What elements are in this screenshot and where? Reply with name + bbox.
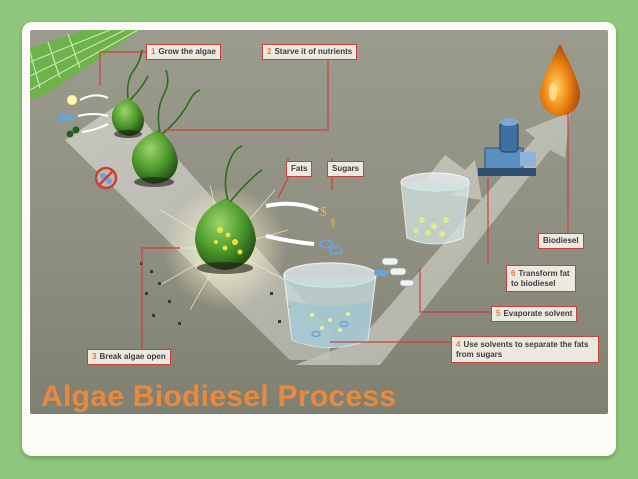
step-1-number: 1 — [151, 47, 156, 56]
step-5-text: Evaporate solvent — [503, 309, 573, 318]
nutrient-particles — [58, 94, 109, 138]
step-4-text: Use solvents to separate the fats from s… — [456, 340, 589, 359]
step-6-number: 6 — [511, 269, 516, 278]
step-6-text: Transform fat to biodiesel — [511, 269, 570, 288]
step-5-number: 5 — [496, 309, 501, 318]
solar-panel — [30, 30, 140, 100]
separation-arrows: $ § — [265, 201, 343, 255]
step-3-number: 3 — [92, 352, 97, 361]
evaporation-beaker — [400, 172, 470, 245]
slide-title: Algae Biodiesel Process — [41, 380, 397, 413]
reactor-machine — [478, 118, 536, 176]
svg-text:§: § — [330, 215, 336, 229]
fats-label: Fats — [286, 161, 313, 177]
step-2-number: 2 — [267, 47, 272, 56]
svg-text:$: $ — [320, 205, 327, 220]
biodiesel-drop-icon — [540, 44, 580, 116]
algae-cell-2 — [131, 69, 201, 187]
solvent-beaker — [283, 262, 377, 349]
step-4-number: 4 — [456, 340, 461, 349]
step-2-text: Starve it of nutrients — [274, 47, 353, 56]
biodiesel-label: Biodiesel — [538, 233, 584, 249]
algae-biodiesel-diagram: $ § — [30, 30, 608, 414]
solvent-capsules — [374, 257, 415, 287]
step-1-text: Grow the algae — [158, 47, 216, 56]
no-nutrients-icon — [94, 166, 118, 190]
step-3-text: Break algae open — [99, 352, 166, 361]
sugars-label: Sugars — [327, 161, 365, 177]
algae-cell-broken — [140, 145, 291, 325]
algae-cell-1 — [111, 49, 149, 138]
